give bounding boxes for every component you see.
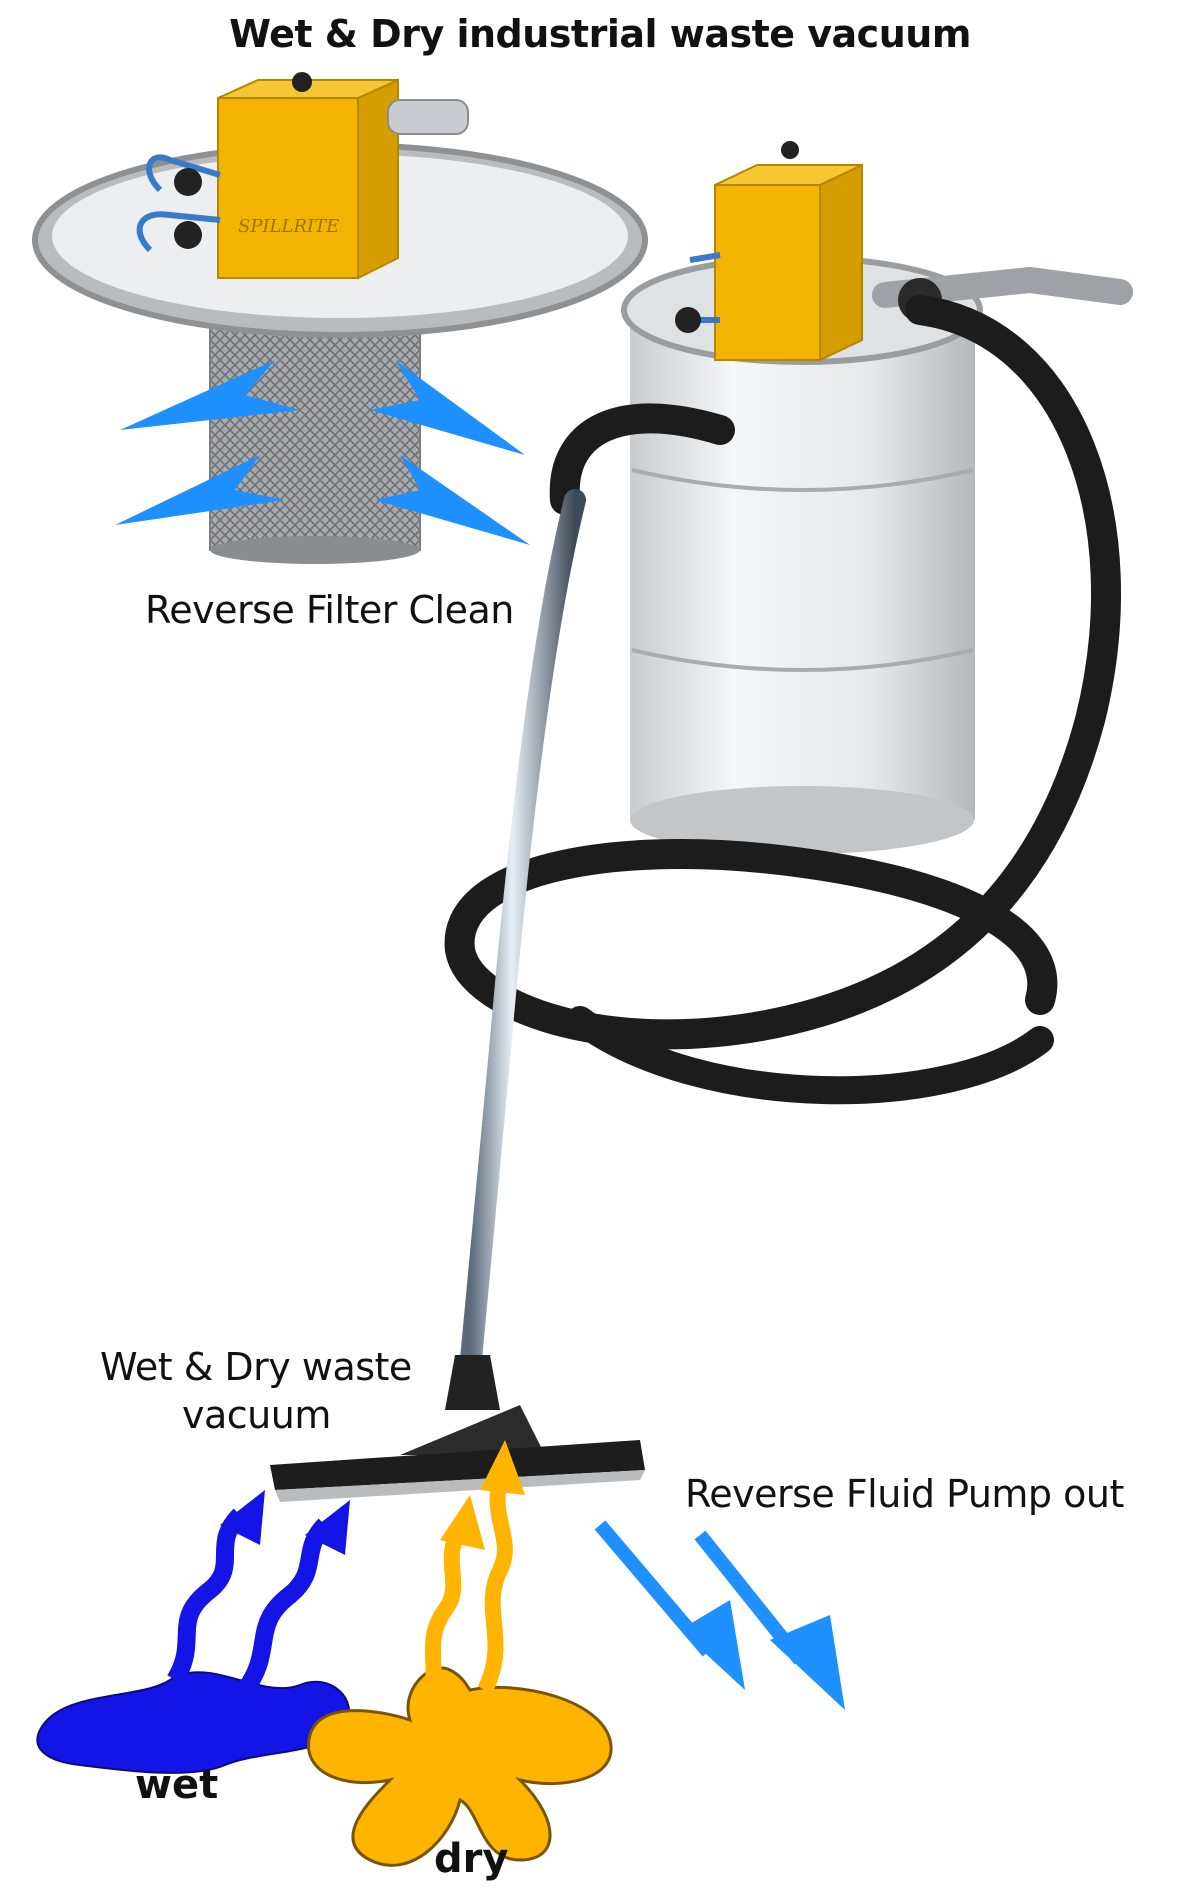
pump-out-arrow-icon xyxy=(594,1520,745,1690)
pump-out-arrows xyxy=(594,1520,845,1710)
label-wet-dry-waste-line1: Wet & Dry waste xyxy=(100,1345,412,1389)
label-wet: wet xyxy=(135,1762,219,1808)
filter-cartridge xyxy=(209,319,421,551)
label-wet-dry-waste-line2: vacuum xyxy=(182,1393,331,1437)
filter-arrow-icon xyxy=(375,455,530,545)
label-reverse-fluid-pump-out: Reverse Fluid Pump out xyxy=(685,1472,1124,1516)
wet-puddle-icon xyxy=(36,1671,350,1774)
drum-housing-front xyxy=(714,184,821,361)
filter-arrow-icon xyxy=(370,360,525,455)
floor-tool xyxy=(270,1355,645,1502)
filter-arrow-icon xyxy=(120,360,300,430)
brand-logo-lid: SPILLRITE xyxy=(238,216,339,237)
drum-body xyxy=(630,310,975,820)
page-title: Wet & Dry industrial waste vacuum xyxy=(229,12,971,56)
dry-group xyxy=(307,1440,613,1867)
dry-splat-icon xyxy=(307,1666,613,1867)
vacuum-hose xyxy=(444,295,1121,1105)
vacuum-wand xyxy=(459,489,586,1381)
label-dry: dry xyxy=(434,1836,509,1882)
filter-arrow-icon xyxy=(115,455,285,525)
label-reverse-filter-clean: Reverse Filter Clean xyxy=(145,588,514,632)
wet-group xyxy=(36,1490,350,1774)
filter-arrows xyxy=(115,360,530,545)
pump-out-arrow-icon xyxy=(694,1530,845,1710)
vacuum-drum-assembly xyxy=(621,141,1133,854)
filter-lid-assembly: SPILLRITE xyxy=(32,72,648,564)
yellow-housing-front xyxy=(217,97,359,279)
